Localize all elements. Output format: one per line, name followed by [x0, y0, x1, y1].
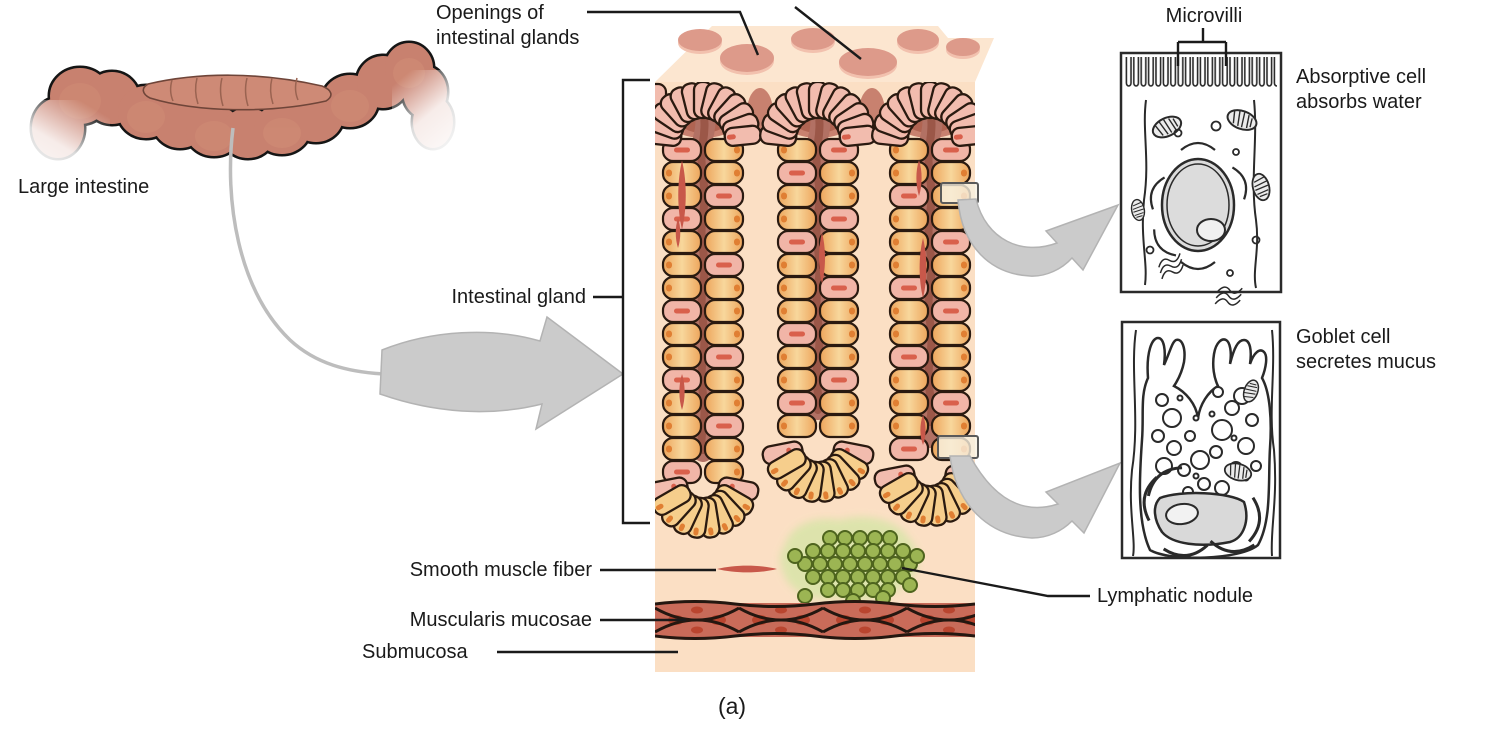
leader-lymphatic: [901, 566, 1090, 598]
arrow-to-absorptive-cell: [957, 198, 1120, 277]
label-large-intestine: Large intestine: [18, 176, 150, 198]
gland-openings-pits: [678, 28, 980, 79]
leader-intestinal-gland: [593, 78, 650, 525]
leader-openings: [587, 6, 862, 60]
label-microvilli: Microvilli: [1165, 5, 1243, 27]
figure-caption-a: (a): [717, 693, 747, 719]
label-openings-of-intestinal-glands: Openings of intestinal glands: [436, 2, 580, 49]
zoom-arrow: [379, 315, 625, 431]
goblet-cell-highlight-box: [937, 435, 979, 459]
arrow-to-goblet-cell: [949, 455, 1122, 539]
label-lymphatic-nodule: Lymphatic nodule: [1097, 585, 1254, 607]
muscularis-mucosae-band: [655, 600, 975, 640]
microvilli-bracket: [1176, 28, 1228, 66]
nucleolus: [1196, 218, 1226, 242]
lymphatic-nodule: [780, 516, 925, 609]
label-muscularis-mucosae: Muscularis mucosae: [409, 609, 592, 631]
absorptive-cell-detail: [1119, 51, 1283, 309]
tissue-block: [655, 26, 994, 672]
intestine-zoom-line: [228, 127, 385, 376]
goblet-cell-detail: [1120, 320, 1282, 560]
large-intestine-illustration: [10, 40, 467, 185]
label-submucosa: Submucosa: [362, 641, 468, 663]
leader-lines: [497, 6, 1228, 654]
label-goblet-cell: Goblet cell secretes mucus: [1296, 326, 1437, 373]
label-smooth-muscle-fiber: Smooth muscle fiber: [409, 559, 592, 581]
label-intestinal-gland: Intestinal gland: [451, 286, 586, 308]
nucleus: [1160, 157, 1236, 253]
label-absorptive-cell: Absorptive cell absorbs water: [1296, 66, 1427, 113]
